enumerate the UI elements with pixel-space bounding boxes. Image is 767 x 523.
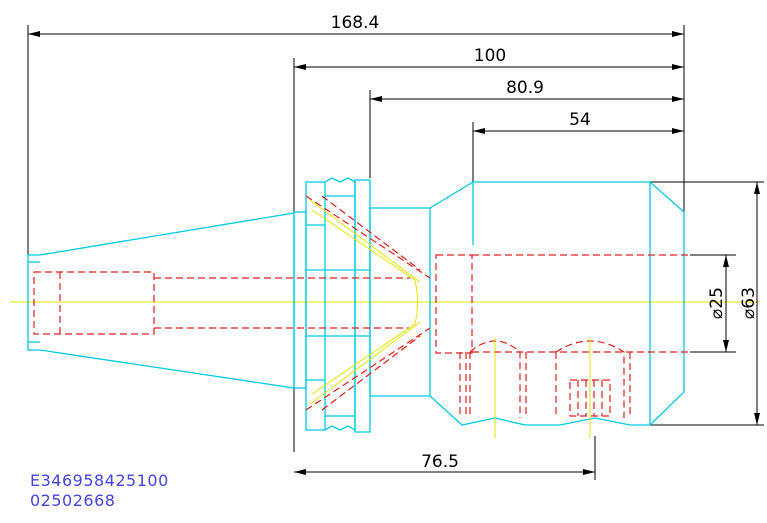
taper-shank-outline <box>27 212 295 389</box>
dim-text-d63: ⌀63 <box>739 287 759 319</box>
flange-outline <box>293 177 371 433</box>
construction-lines <box>309 199 591 438</box>
dim-text-80-9: 80.9 <box>506 78 544 98</box>
hidden-features <box>33 195 690 418</box>
dim-text-54: 54 <box>569 110 591 130</box>
body-outline <box>369 181 685 426</box>
part-code-line-1: E346958425100 <box>30 471 169 490</box>
dim-text-100: 100 <box>474 46 506 66</box>
part-code-line-2: 02502668 <box>30 491 115 510</box>
dim-text-d25: ⌀25 <box>707 287 727 319</box>
dim-text-168-4: 168.4 <box>331 13 380 33</box>
dim-text-76-5: 76.5 <box>421 452 459 472</box>
